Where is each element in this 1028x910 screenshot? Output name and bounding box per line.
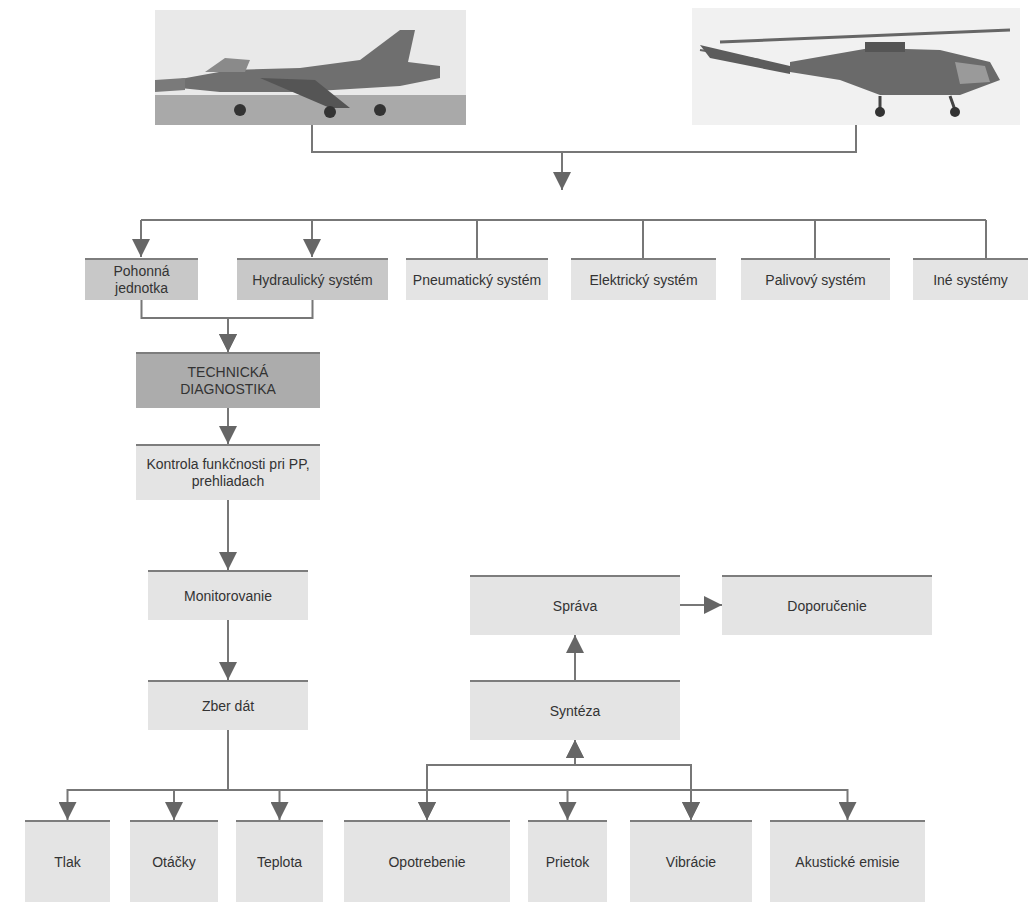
- system-box: Iné systémy: [913, 258, 1028, 300]
- node-label: Pneumatický systém: [413, 272, 541, 289]
- flow-connector: [680, 604, 722, 606]
- flow-connector: [228, 730, 427, 820]
- source-bracket: [141, 125, 986, 258]
- process-box: Syntéza: [470, 680, 680, 740]
- system-box: Palivový systém: [741, 258, 890, 300]
- node-label: Hydraulický systém: [252, 272, 373, 289]
- aircraft-photo: [155, 10, 466, 125]
- parameter-box: Tlak: [25, 820, 110, 902]
- process-box: Doporučenie: [722, 575, 932, 635]
- parameter-box: Prietok: [528, 820, 607, 902]
- process-box: Zber dát: [148, 680, 308, 730]
- node-label: Palivový systém: [765, 272, 865, 289]
- flow-connector: [228, 730, 568, 820]
- node-label: Kontrola funkčnosti pri PP, prehliadach: [142, 456, 314, 490]
- node-label: Teplota: [257, 854, 302, 871]
- flow-connector: [228, 730, 691, 820]
- node-label: Syntéza: [550, 703, 601, 720]
- flow-connector: [227, 500, 229, 570]
- flow-connector: [228, 300, 313, 352]
- process-box: Monitorovanie: [148, 570, 308, 620]
- flow-connector: [574, 635, 576, 680]
- node-label: Otáčky: [152, 854, 196, 871]
- flow-connector: [228, 730, 280, 820]
- process-box: Kontrola funkčnosti pri PP, prehliadach: [136, 444, 320, 500]
- flow-connector: [575, 740, 691, 820]
- flow-connector: [142, 300, 229, 352]
- system-box: Elektrický systém: [571, 258, 716, 300]
- node-label: Doporučenie: [787, 598, 866, 615]
- node-label: Opotrebenie: [388, 854, 465, 871]
- flow-connector: [427, 740, 575, 820]
- system-box: Pohonná jednotka: [85, 258, 198, 300]
- flow-connector: [228, 730, 848, 820]
- parameter-box: Opotrebenie: [344, 820, 510, 902]
- parameter-box: Otáčky: [130, 820, 218, 902]
- flow-connector: [68, 730, 229, 820]
- node-label: Vibrácie: [666, 854, 716, 871]
- parameter-box: Vibrácie: [630, 820, 752, 902]
- node-label: Správa: [553, 598, 597, 615]
- node-label: TECHNICKÁ DIAGNOSTIKA: [142, 364, 314, 398]
- node-label: Pohonná jednotka: [91, 263, 192, 297]
- system-box: Hydraulický systém: [237, 258, 388, 300]
- node-label: Prietok: [546, 854, 590, 871]
- parameter-box: Akustické emisie: [770, 820, 925, 902]
- node-label: Monitorovanie: [184, 588, 272, 605]
- flow-connector: [227, 408, 229, 444]
- main-box: TECHNICKÁ DIAGNOSTIKA: [136, 352, 320, 408]
- parameter-box: Teplota: [236, 820, 323, 902]
- node-label: Zber dát: [202, 698, 254, 715]
- node-label: Elektrický systém: [589, 272, 697, 289]
- process-box: Správa: [470, 575, 680, 635]
- node-label: Tlak: [54, 854, 80, 871]
- flow-connector: [227, 620, 229, 680]
- system-box: Pneumatický systém: [406, 258, 548, 300]
- flow-connector: [174, 730, 228, 820]
- node-label: Akustické emisie: [795, 854, 899, 871]
- helicopter-photo: [692, 8, 1020, 125]
- node-label: Iné systémy: [933, 272, 1008, 289]
